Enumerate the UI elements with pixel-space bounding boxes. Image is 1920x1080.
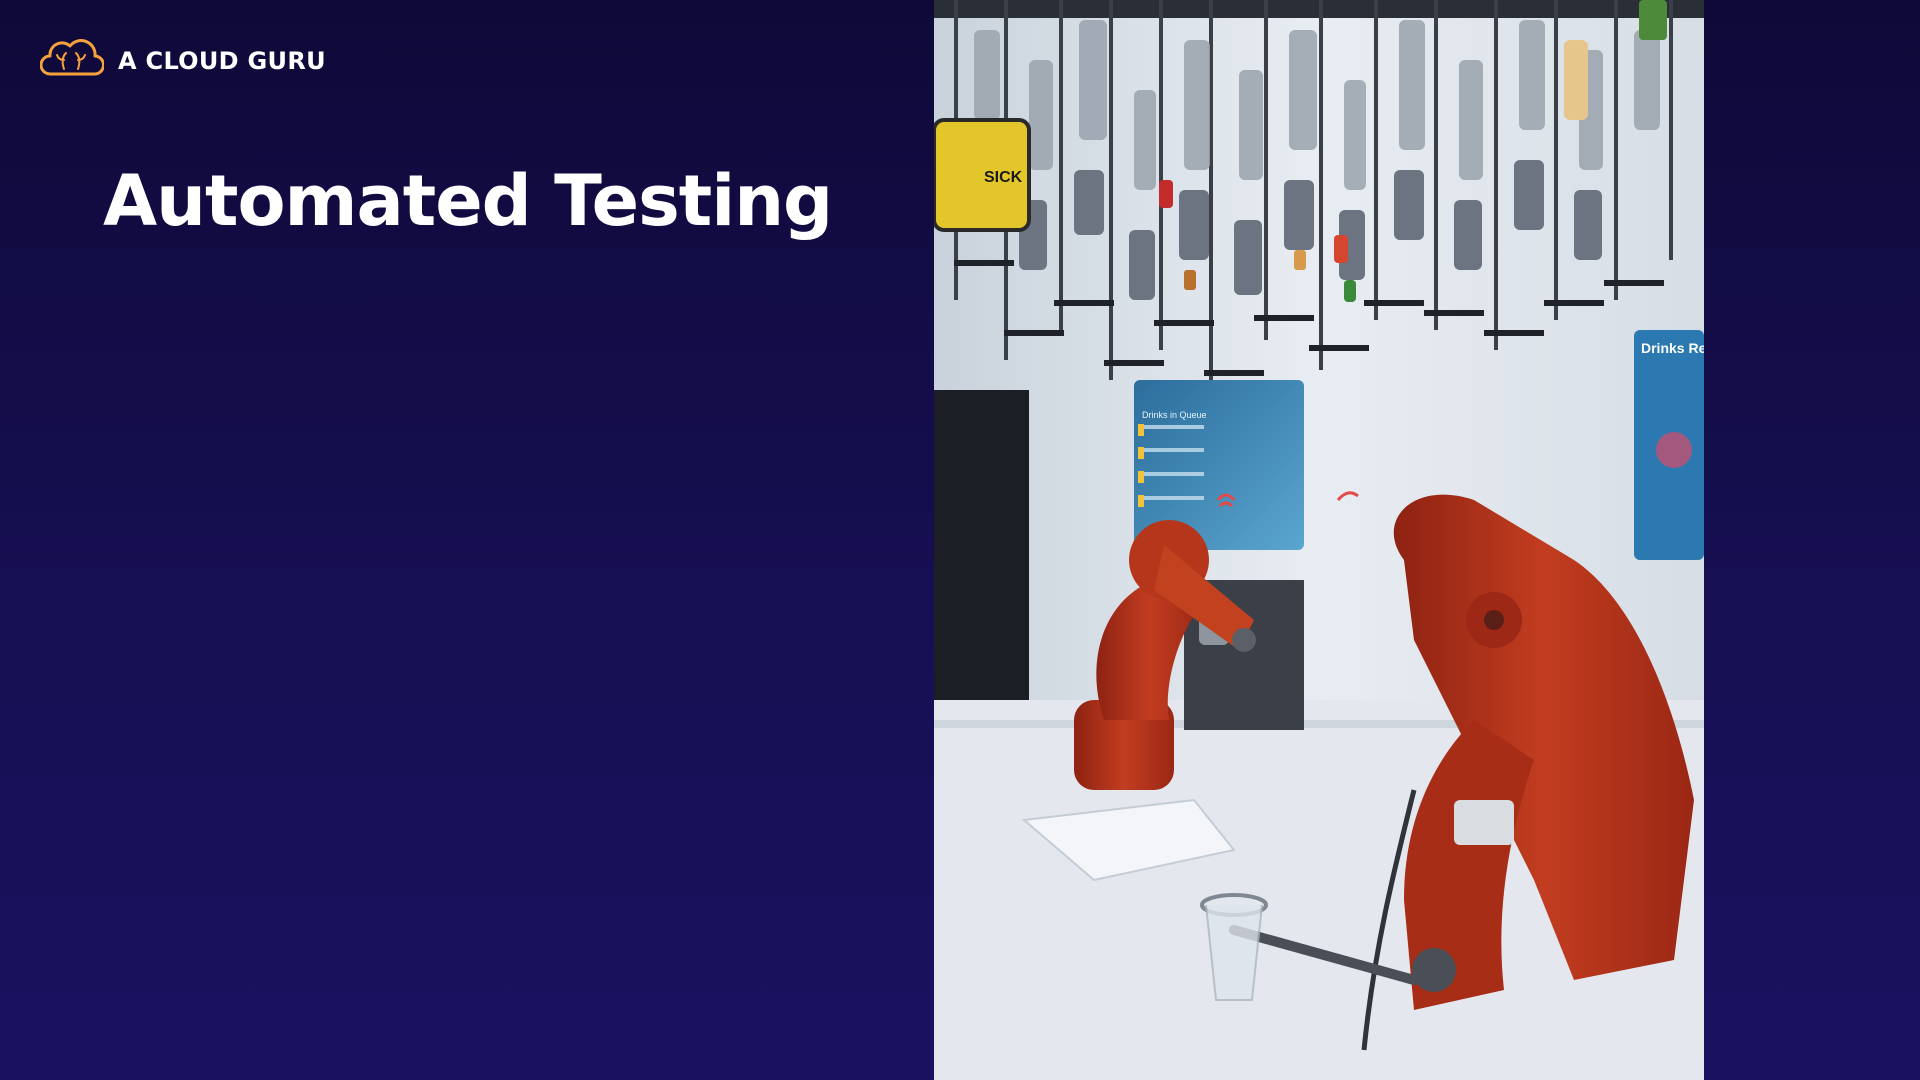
drinks-sign: Drinks Re	[1634, 330, 1704, 560]
bottle-rack	[934, 0, 1704, 390]
queue-screen: Drinks in Queue	[1134, 380, 1359, 550]
slide-title: Automated Testing	[103, 160, 833, 242]
large-robot-arm	[1200, 494, 1694, 1051]
small-robot-arm	[1021, 520, 1256, 882]
cloud-icon	[39, 38, 105, 83]
brand-name: A CLOUD GURU	[118, 46, 326, 75]
sensor-label: SICK	[984, 169, 1023, 186]
robot-bartender-photo: SICK Drinks in Queue Drinks Re	[934, 0, 1704, 1080]
queue-heading: Drinks in Queue	[1142, 410, 1207, 420]
brand-logo: A CLOUD GURU	[39, 38, 326, 83]
sign-label: Drinks Re	[1641, 340, 1704, 356]
sick-sensor: SICK	[934, 118, 1031, 232]
